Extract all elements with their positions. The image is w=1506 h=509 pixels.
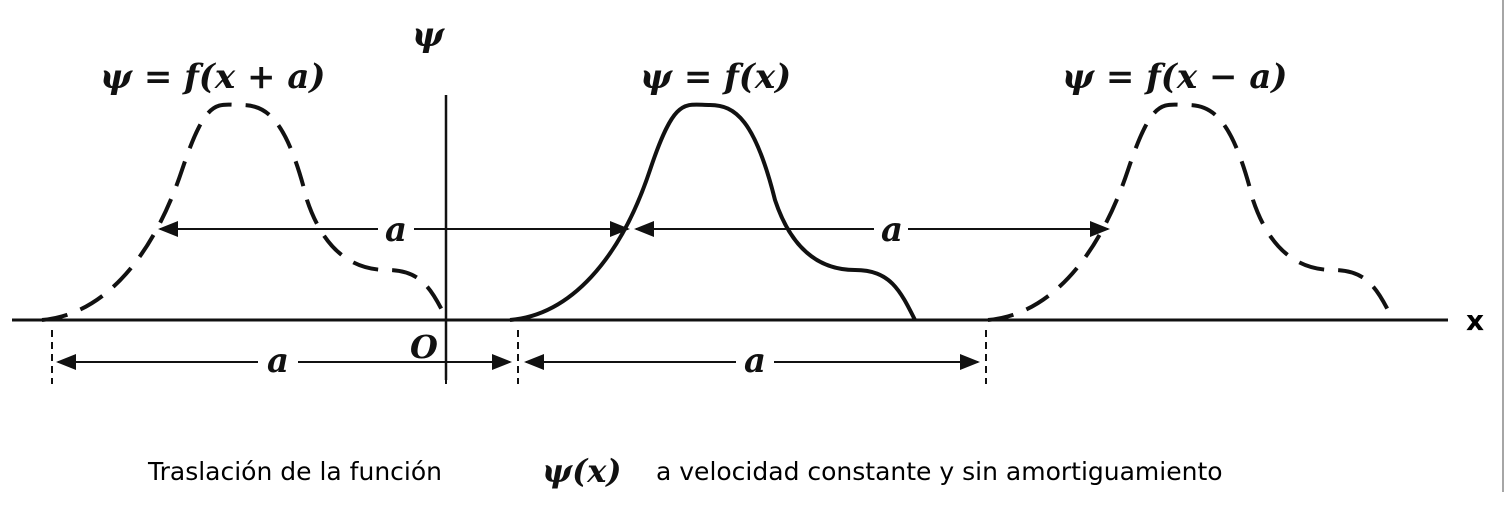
pulse-left-label: ψ = f(x + a) <box>100 57 325 97</box>
caption-suffix: a velocidad constante y sin amortiguamie… <box>656 457 1223 486</box>
caption-math: ψ(x) <box>542 452 621 490</box>
pulse-center-solid <box>508 102 917 322</box>
caption: Traslación de la función ψ(x) a velocida… <box>147 452 1223 490</box>
x-axis-label: x <box>1466 304 1484 337</box>
upper-left-dimension-label: a <box>385 210 407 250</box>
lower-left-dimension-label: a <box>267 341 289 381</box>
pulse-right-dashed <box>986 102 1395 322</box>
caption-prefix: Traslación de la función <box>147 457 442 486</box>
origin-label: O <box>410 328 438 366</box>
upper-right-dimension-label: a <box>881 210 903 250</box>
pulse-right-label: ψ = f(x − a) <box>1062 57 1287 97</box>
pulse-center-label: ψ = f(x) <box>640 57 791 97</box>
lower-right-dimension-label: a <box>744 341 766 381</box>
y-axis-label: ψ <box>412 15 445 55</box>
